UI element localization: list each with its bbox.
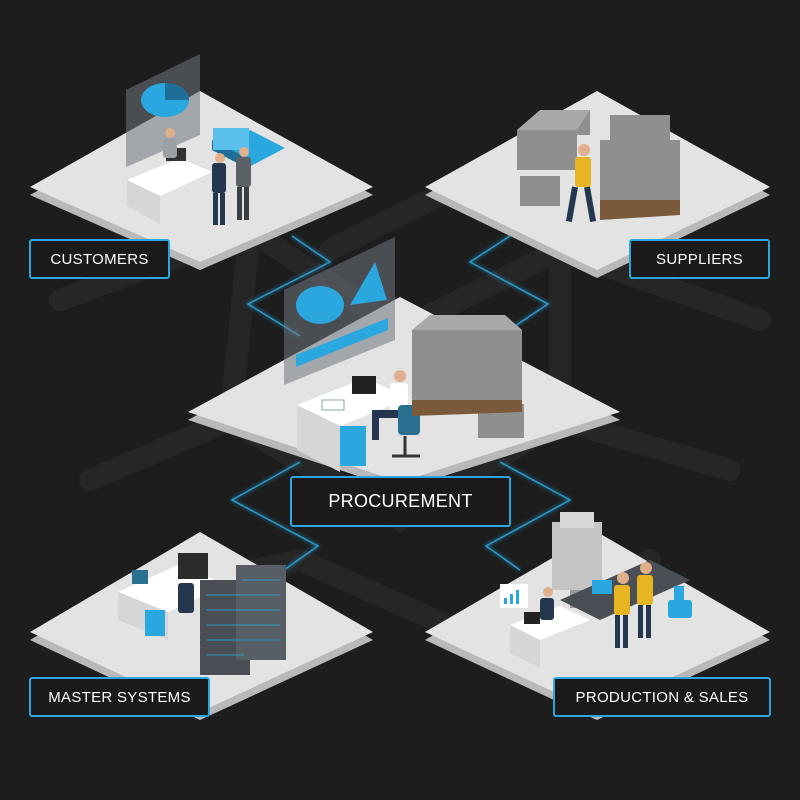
master-systems-label: MASTER SYSTEMS [29,677,210,717]
procurement-label: PROCUREMENT [290,476,511,527]
server-racks [200,565,286,675]
production-sales-platform [425,512,770,720]
suppliers-platform [425,91,770,278]
customers-label: CUSTOMERS [29,239,170,279]
customers-platform [30,54,373,270]
production-sales-label: PRODUCTION & SALES [553,677,771,717]
master-systems-platform [30,532,373,720]
connector-lines [230,235,572,571]
connector-customers-procurement [246,235,332,337]
procurement-platform [188,237,620,490]
suppliers-label: SUPPLIERS [629,239,770,279]
connector-master-procurement [230,461,320,571]
connector-production-procurement [484,461,572,571]
connector-suppliers-procurement [468,235,550,337]
